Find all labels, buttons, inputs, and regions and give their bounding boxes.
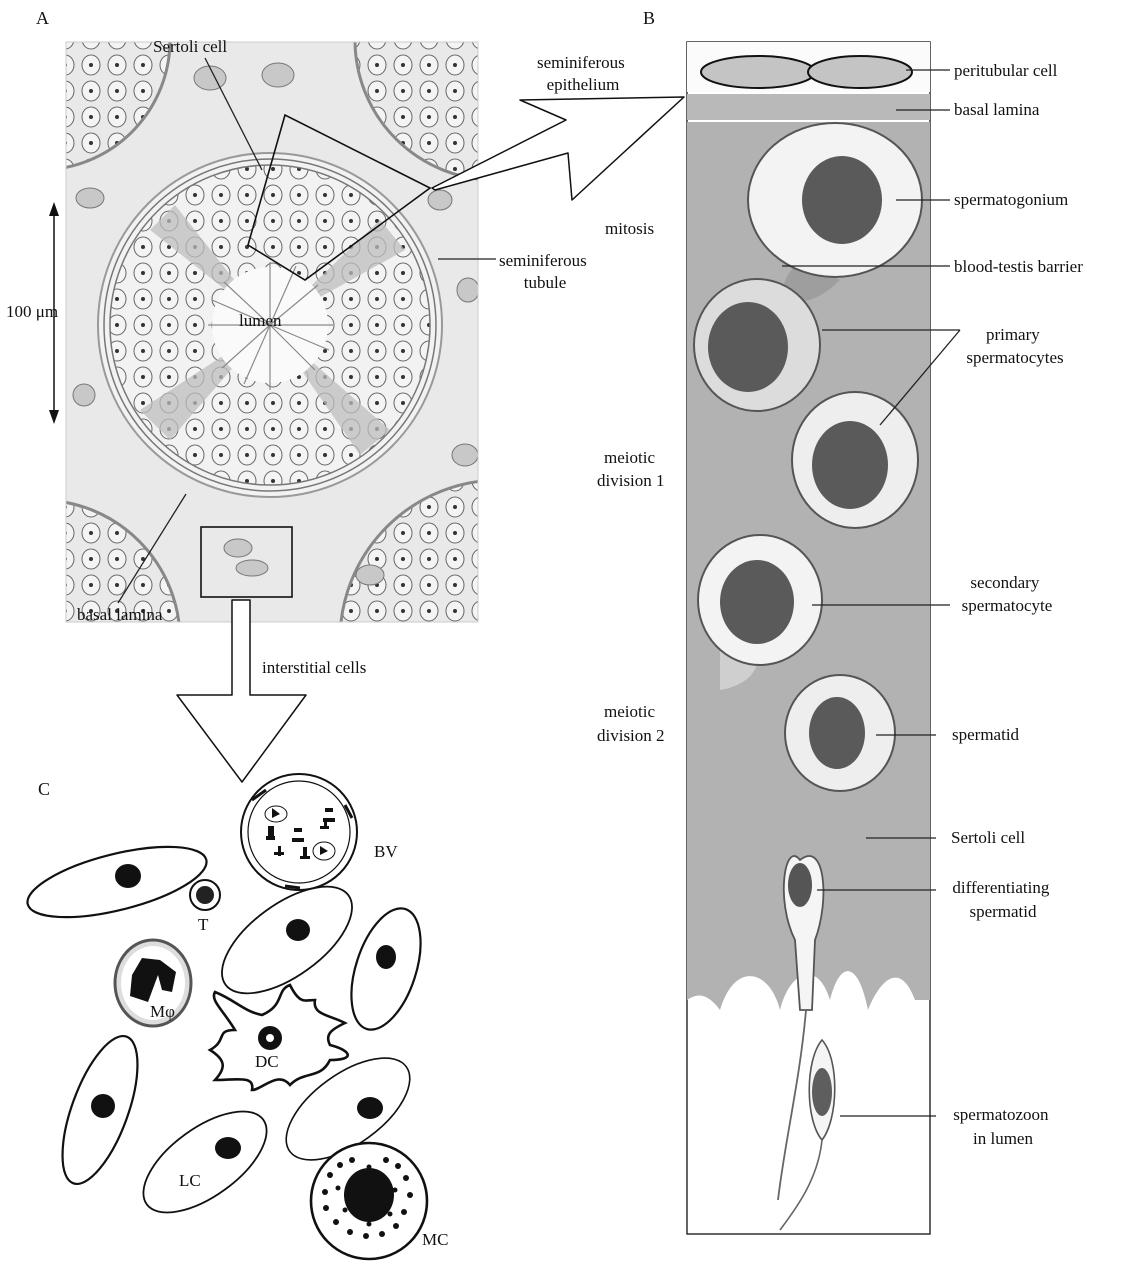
interstitial-cell (338, 900, 434, 1038)
neighbour-tubule (340, 480, 660, 800)
sertoli-cell-label-a: Sertoli cell (153, 37, 227, 56)
basal-lamina-band (687, 94, 930, 120)
panel-c-letter: C (38, 779, 50, 799)
scale-label: 100 μm (6, 302, 58, 321)
differentiating-spermatid-label: differentiating spermatid (952, 878, 1053, 921)
peritubular-cell-left (701, 56, 815, 88)
interstitial-cells-label: interstitial cells (262, 658, 366, 677)
spermatozoon-label: spermatozoon in lumen (953, 1105, 1053, 1148)
primary-spermatocyte-2 (792, 392, 918, 528)
epithelium-column (687, 42, 930, 1234)
secondary-spermatocyte-cell (698, 535, 822, 665)
basal-lamina-label-a: basal lamina (77, 605, 163, 624)
sertoli-cell-label-b: Sertoli cell (951, 828, 1025, 847)
blood-vessel (241, 774, 357, 890)
blood-testis-barrier-label: blood-testis barrier (954, 257, 1083, 276)
panel-a-letter: A (36, 8, 49, 28)
interstitial-cell (47, 1027, 153, 1193)
spermatogonium-label: spermatogonium (954, 190, 1068, 209)
mast-cell (311, 1143, 427, 1259)
spermatogonium-cell (748, 123, 922, 277)
interstitial-cell (21, 833, 213, 932)
lc-label: LC (179, 1171, 201, 1190)
lumen-label: lumen (239, 311, 282, 330)
primary-spermatocyte-1 (694, 279, 820, 411)
bv-label: BV (374, 842, 398, 861)
dendritic-cell (210, 985, 348, 1090)
t-cell (190, 880, 220, 910)
seminiferous-tubule-label: seminiferous tubule (499, 251, 591, 292)
mc-label: MC (422, 1230, 448, 1249)
leydig-cell (127, 1092, 283, 1232)
spermatid-label: spermatid (952, 725, 1020, 744)
panel-b-letter: B (643, 8, 655, 28)
dc-label: DC (255, 1052, 279, 1071)
peritubular-cell-right (808, 56, 912, 88)
arrow-to-panel-c (177, 600, 306, 782)
stage-meiotic-1: meiotic division 1 (597, 448, 665, 490)
macrophage-label: Mφ (150, 1002, 175, 1021)
spermatid-cell (785, 675, 895, 791)
seminiferous-epithelium-label: seminiferous epithelium (537, 53, 629, 94)
primary-spermatocytes-label: primary spermatocytes (966, 325, 1063, 367)
stage-mitosis: mitosis (605, 219, 654, 238)
peritubular-cell-label: peritubular cell (954, 61, 1058, 80)
panel-a-section (0, 0, 660, 800)
t-label: T (198, 915, 209, 934)
stage-meiotic-2: meiotic division 2 (597, 702, 665, 745)
basal-lamina-label-b: basal lamina (954, 100, 1040, 119)
secondary-spermatocyte-label: secondary spermatocyte (962, 573, 1053, 615)
